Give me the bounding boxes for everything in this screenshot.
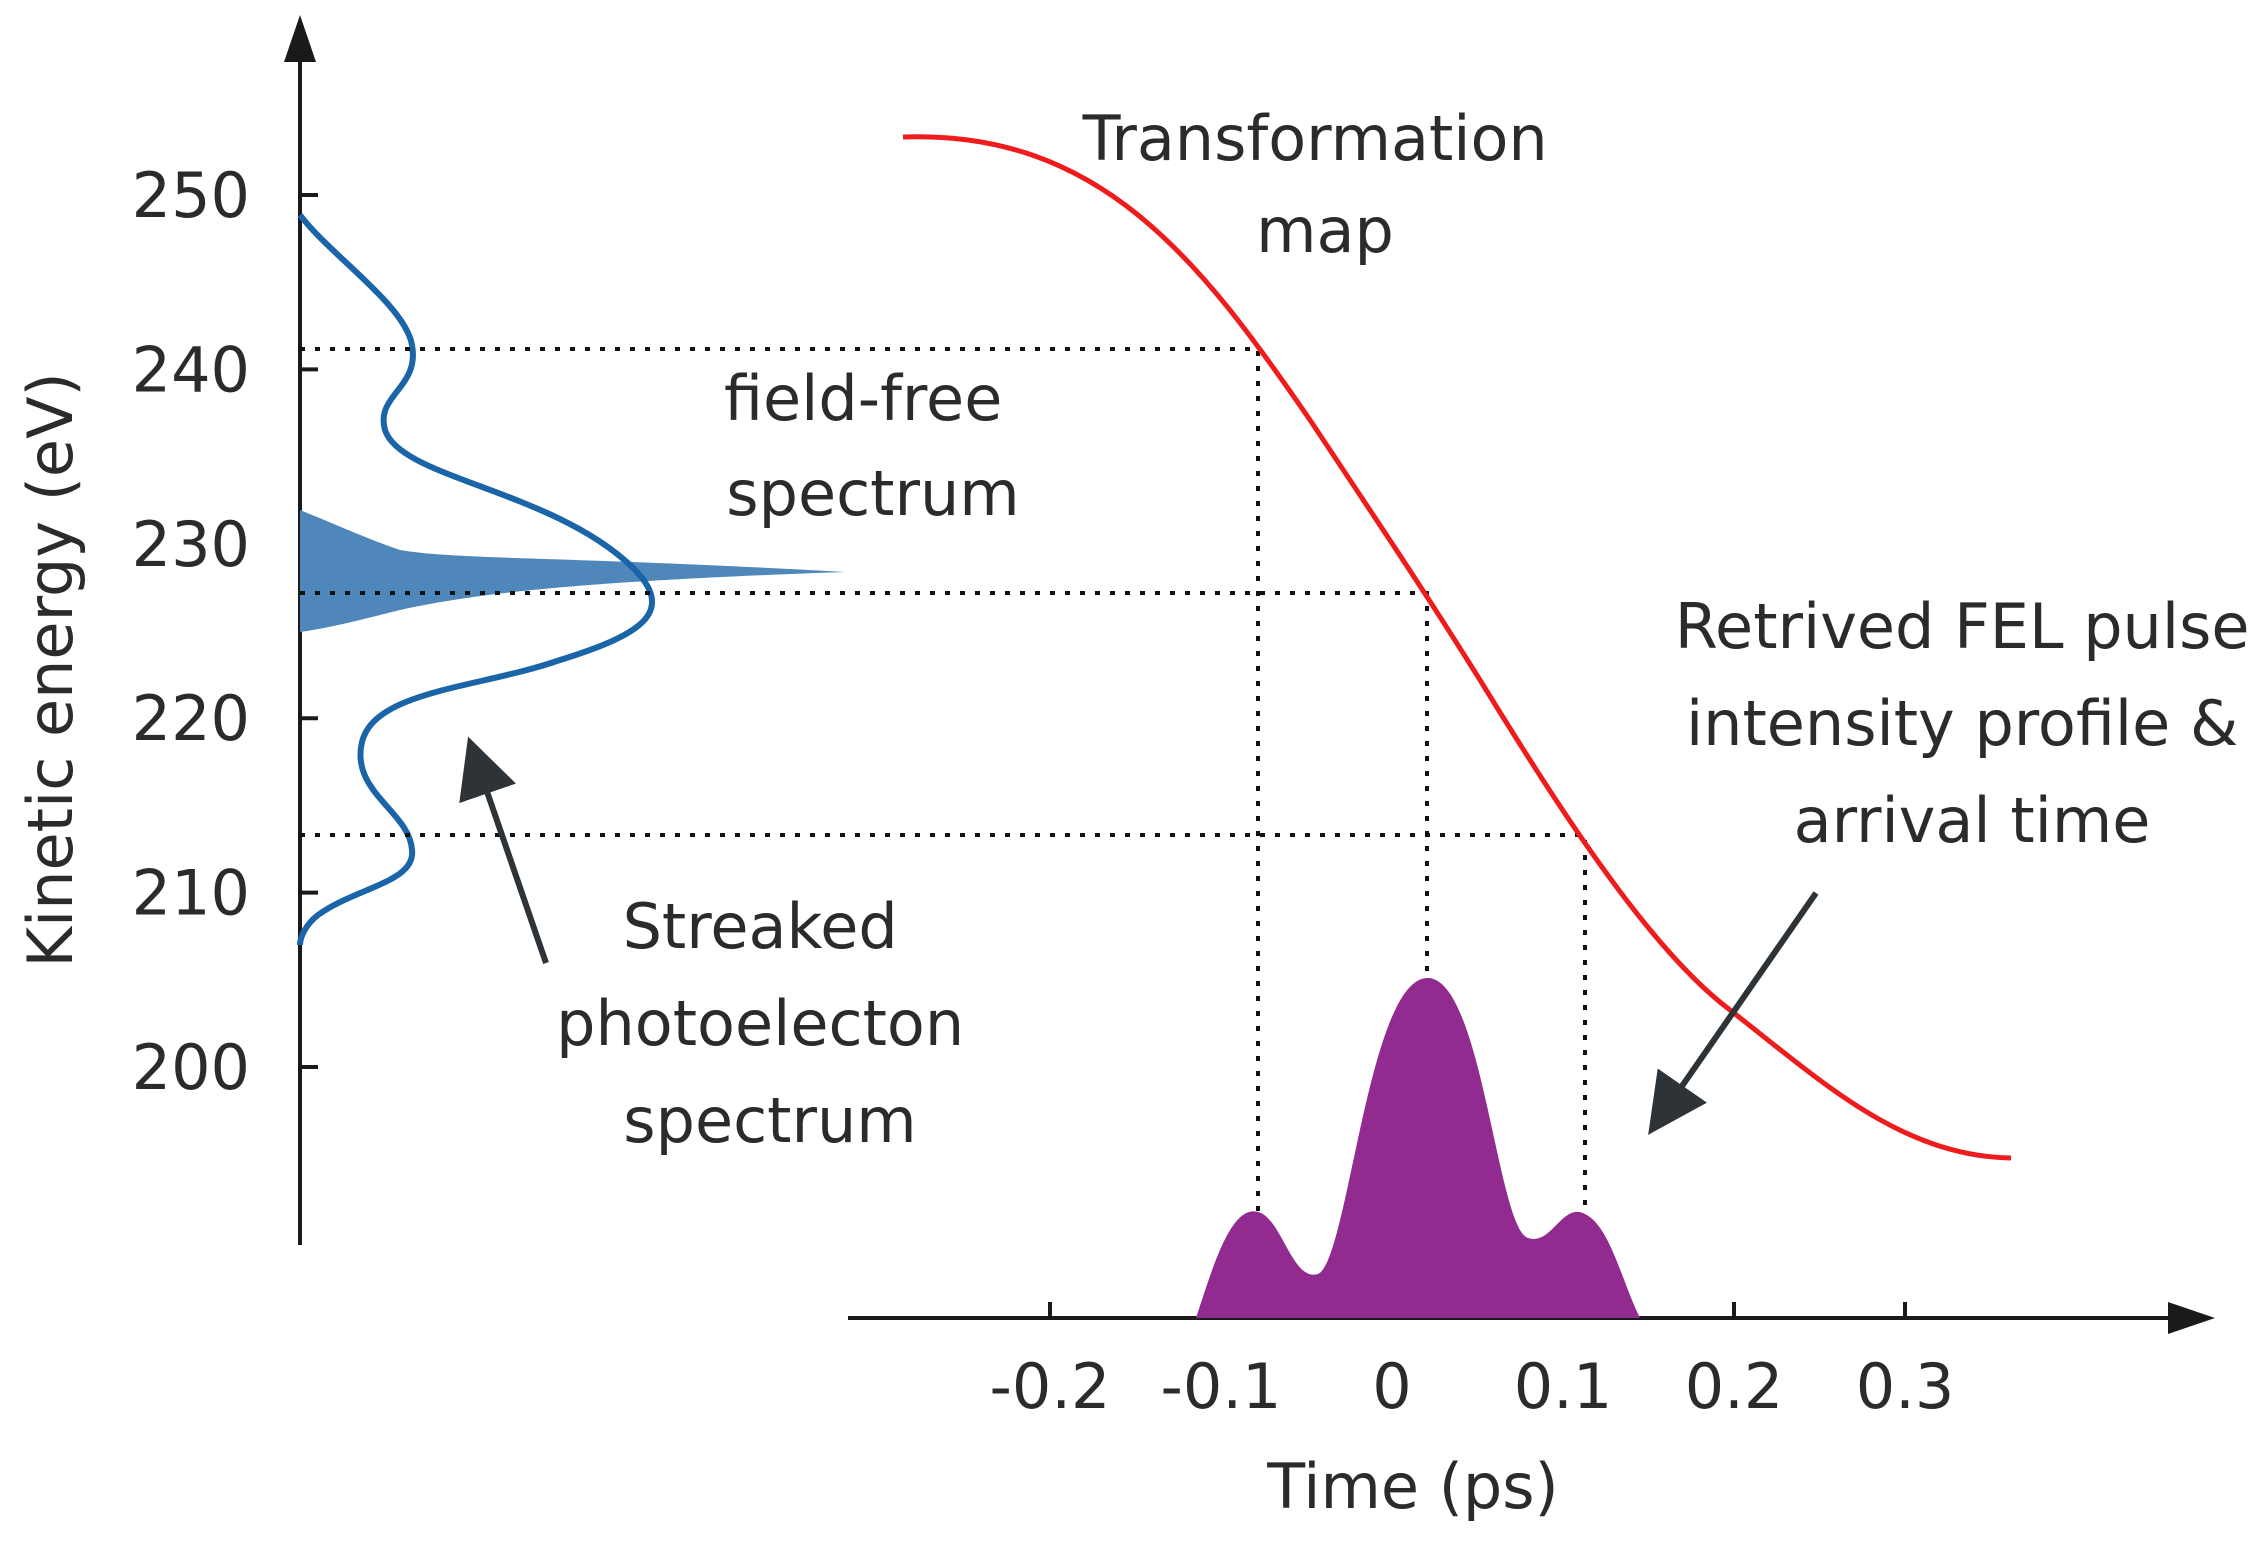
energy-tick-label: 240 <box>132 333 250 406</box>
time-tick-label: -0.1 <box>1161 1350 1282 1423</box>
time-tick-label: 0.2 <box>1685 1350 1784 1423</box>
energy-axis: 200 210 220 230 240 250 Kinetic energy (eV) <box>14 15 318 1245</box>
energy-tick-label: 210 <box>132 857 250 930</box>
retrieved-pulse-label: Retrived FEL pulse intensity profile & a… <box>1675 590 2262 857</box>
streaked-spectrum <box>297 213 655 946</box>
retrieved-pulse-arrow <box>1648 891 1819 1135</box>
time-tick-label: -0.2 <box>990 1350 1111 1423</box>
energy-tick-label: 250 <box>132 159 250 232</box>
time-axis-arrowhead <box>2168 1302 2215 1334</box>
time-tick-label: 0.3 <box>1856 1350 1955 1423</box>
energy-axis-arrowhead <box>284 15 316 62</box>
transformation-map-label: Transformation map <box>1082 102 1568 267</box>
time-tick-label: 0 <box>1372 1350 1411 1423</box>
field-free-spectrum <box>300 510 845 632</box>
guide-line-241ev <box>300 347 1260 1318</box>
energy-tick-label: 230 <box>132 508 250 581</box>
time-tick-label: 0.1 <box>1514 1350 1613 1423</box>
time-ticks: -0.2 -0.1 0 0.1 0.2 0.3 <box>990 1302 1955 1423</box>
streaked-spectrum-arrow <box>459 736 549 964</box>
energy-tick-label: 220 <box>132 682 250 755</box>
time-axis: -0.2 -0.1 0 0.1 0.2 0.3 Time (ps) <box>848 1302 2215 1523</box>
energy-ticks: 200 210 220 230 240 250 <box>132 159 318 1104</box>
field-free-spectrum-label: field-free spectrum <box>724 362 1022 530</box>
energy-axis-title: Kinetic energy (eV) <box>14 372 87 967</box>
time-axis-title: Time (ps) <box>1266 1450 1558 1523</box>
guide-line-213ev <box>300 833 1587 1318</box>
fel-pulse-profile <box>1196 977 1640 1318</box>
energy-tick-label: 200 <box>132 1031 250 1104</box>
streaked-spectrum-label: Streaked photoelecton spectrum <box>556 890 984 1157</box>
transformation-map-curve <box>902 134 2012 1161</box>
